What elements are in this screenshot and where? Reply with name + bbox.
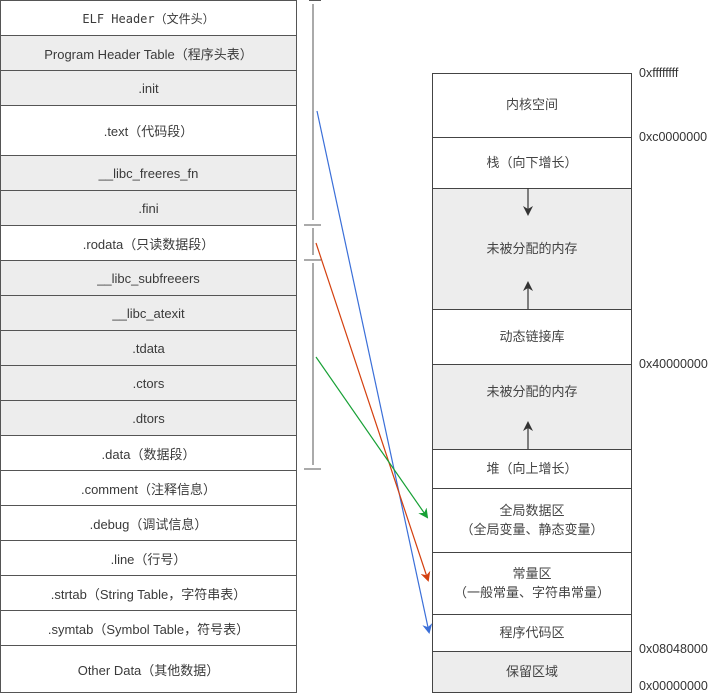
elf-row-label: Program Header Table（程序头表） [44,46,253,62]
elf-row-tdata: .tdata [0,330,297,366]
mem-region-label: 全局数据区 [499,503,565,519]
mem-region-label: 栈（向下增长） [486,155,578,171]
elf-row-debug: .debug（调试信息） [0,505,297,541]
mapping-arrow-rodata-to-constants [315,242,431,582]
mem-region-reserved: 保留区域 [432,651,632,693]
elf-row-libc-freeres-fn: __libc_freeres_fn [0,155,297,191]
elf-row-comment: .comment（注释信息） [0,470,297,506]
elf-row-label: .ctors [132,375,165,391]
elf-row-fini: .fini [0,190,297,226]
mem-region-stack: 栈（向下增长） [432,137,632,189]
elf-row-strtab: .strtab（String Table，字符串表） [0,575,297,611]
mem-region-label: 常量区 [512,566,552,582]
address-label-code-start: 0x08048000 [639,642,708,656]
elf-row-libc-atexit: __libc_atexit [0,295,297,331]
mem-region-global-data: 全局数据区 （全局变量、静态变量） [432,488,632,553]
elf-row-label: .debug（调试信息） [89,516,208,532]
elf-row-label: .rodata（只读数据段） [82,236,215,252]
elf-row-label: .dtors [132,410,165,426]
segment-bracket-code [304,0,321,226]
elf-row-rodata: .rodata（只读数据段） [0,225,297,261]
elf-row-dtors: .dtors [0,400,297,436]
mem-region-shared-libraries: 动态链接库 [432,309,632,365]
elf-row-symtab: .symtab（Symbol Table，符号表） [0,610,297,646]
mem-region-label: 未被分配的内存 [486,384,578,400]
segment-bracket-data [304,263,321,470]
elf-row-label: .line（行号） [110,551,187,567]
segment-bracket-rodata [304,228,321,261]
elf-row-label: .tdata [132,340,165,356]
elf-row-init: .init [0,70,297,106]
mapping-arrow-data-to-globals [315,356,429,519]
elf-row-data: .data（数据段） [0,435,297,471]
elf-row-elf-header: ELF Header（文件头） [0,0,297,36]
address-label-top: 0xffffffff [639,66,679,80]
elf-row-label: .strtab（String Table，字符串表） [50,586,247,602]
mem-region-label: 内核空间 [505,98,558,113]
elf-row-line: .line（行号） [0,540,297,576]
elf-row-label: __libc_freeres_fn [98,165,199,181]
elf-row-label: .init [138,80,159,96]
elf-row-label: __libc_subfreeers [97,270,200,286]
mem-region-label: 动态链接库 [499,329,565,345]
address-label-shared-lib: 0x40000000 [639,357,708,371]
elf-row-label: Other Data（其他数据） [77,662,220,678]
mem-region-sublabel: （全局变量、静态变量） [460,522,604,538]
elf-row-label: .data（数据段） [101,446,196,462]
elf-row-label: ELF Header（文件头） [82,11,215,26]
mem-region-label: 保留区域 [505,664,558,680]
address-label-kernel-boundary: 0xc0000000 [639,130,708,144]
elf-row-label: __libc_atexit [112,305,185,321]
mem-region-kernel-space: 内核空间 [432,73,632,138]
elf-row-other-data: Other Data（其他数据） [0,645,297,693]
address-label-zero: 0x00000000 [639,679,708,693]
elf-row-label: .text（代码段） [103,124,194,139]
mem-region-label: 程序代码区 [499,625,565,641]
elf-row-label: .comment（注释信息） [80,481,217,497]
mem-region-label: 未被分配的内存 [486,241,578,257]
elf-row-label: .fini [138,200,159,216]
mem-region-unallocated-lower: 未被分配的内存 [432,364,632,450]
elf-row-label: .symtab（Symbol Table，符号表） [47,621,250,637]
mem-region-sublabel: （一般常量、字符串常量） [453,585,610,601]
mem-region-label: 堆（向上增长） [486,461,578,477]
mapping-arrow-text-to-code [316,110,433,634]
